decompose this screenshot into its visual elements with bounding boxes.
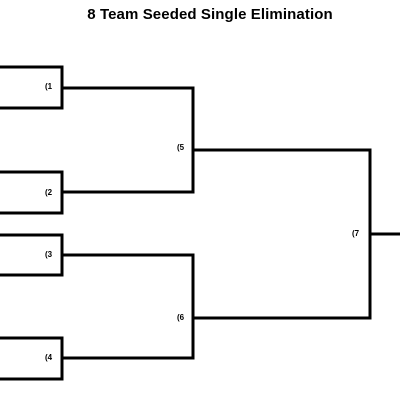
game-3-slot: [0, 233, 64, 277]
game-5-connector: [60, 86, 195, 194]
game-6-connector: [60, 253, 195, 360]
game-5-label: (5: [177, 143, 185, 152]
game-4-label: (4: [45, 353, 53, 362]
game-2-slot: [0, 170, 64, 215]
game-1-label: (1: [45, 82, 53, 91]
game-7-label: (7: [352, 229, 360, 238]
bracket-title: 8 Team Seeded Single Elimination: [87, 6, 333, 23]
game-1-slot: [0, 65, 64, 110]
game-3-label: (3: [45, 250, 53, 259]
game-2-label: (2: [45, 188, 53, 197]
game-7-connector: [191, 148, 372, 320]
game-4-slot: [0, 336, 64, 381]
game-6-label: (6: [177, 313, 185, 322]
